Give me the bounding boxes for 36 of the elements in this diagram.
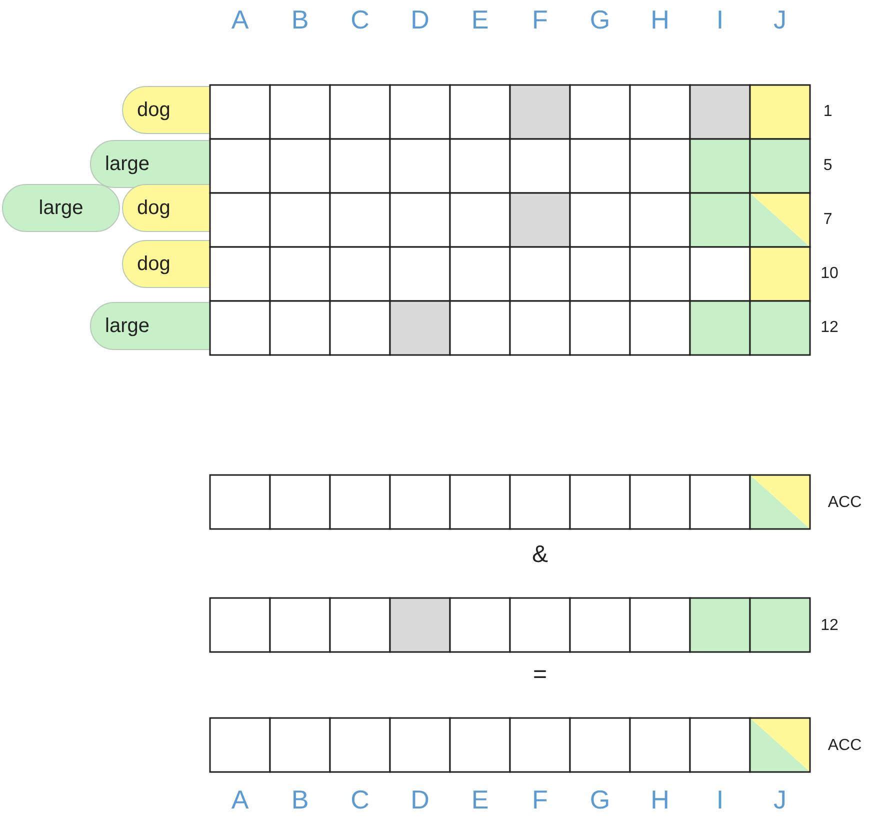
tag-pill: dog xyxy=(122,86,212,134)
column-letter: D xyxy=(410,784,430,816)
tag-pill: dog xyxy=(122,240,212,288)
column-letter: B xyxy=(291,4,309,36)
tag-pill: dog xyxy=(122,184,212,232)
column-letter: F xyxy=(532,784,548,816)
column-letter: H xyxy=(650,784,670,816)
tag-pill: large xyxy=(90,302,212,350)
column-letter: I xyxy=(716,4,724,36)
column-letter: H xyxy=(650,4,670,36)
column-letter: I xyxy=(716,784,724,816)
column-letter: A xyxy=(231,784,249,816)
row-label: ACC xyxy=(828,737,862,755)
row-label: 1 xyxy=(823,103,832,121)
row-label: 12 xyxy=(820,319,838,337)
operator-symbol: & xyxy=(532,541,548,569)
tag-pill: large xyxy=(90,140,212,188)
column-letter: E xyxy=(471,4,489,36)
operator-symbol: = xyxy=(533,661,547,689)
column-letter: E xyxy=(471,784,489,816)
column-letter: C xyxy=(350,4,370,36)
column-letter: F xyxy=(532,4,548,36)
column-letter: J xyxy=(774,784,786,816)
row-label: 7 xyxy=(823,211,832,229)
column-letter: G xyxy=(590,784,610,816)
row-label: 12 xyxy=(820,617,838,635)
column-letter: J xyxy=(774,4,786,36)
column-letter: B xyxy=(291,784,309,816)
tag-pill: large xyxy=(2,184,120,232)
column-letter: A xyxy=(231,4,249,36)
row-label: ACC xyxy=(828,494,862,512)
row-label: 5 xyxy=(823,157,832,175)
column-letter: G xyxy=(590,4,610,36)
column-letter: C xyxy=(350,784,370,816)
column-letter: D xyxy=(410,4,430,36)
row-label: 10 xyxy=(820,265,838,283)
